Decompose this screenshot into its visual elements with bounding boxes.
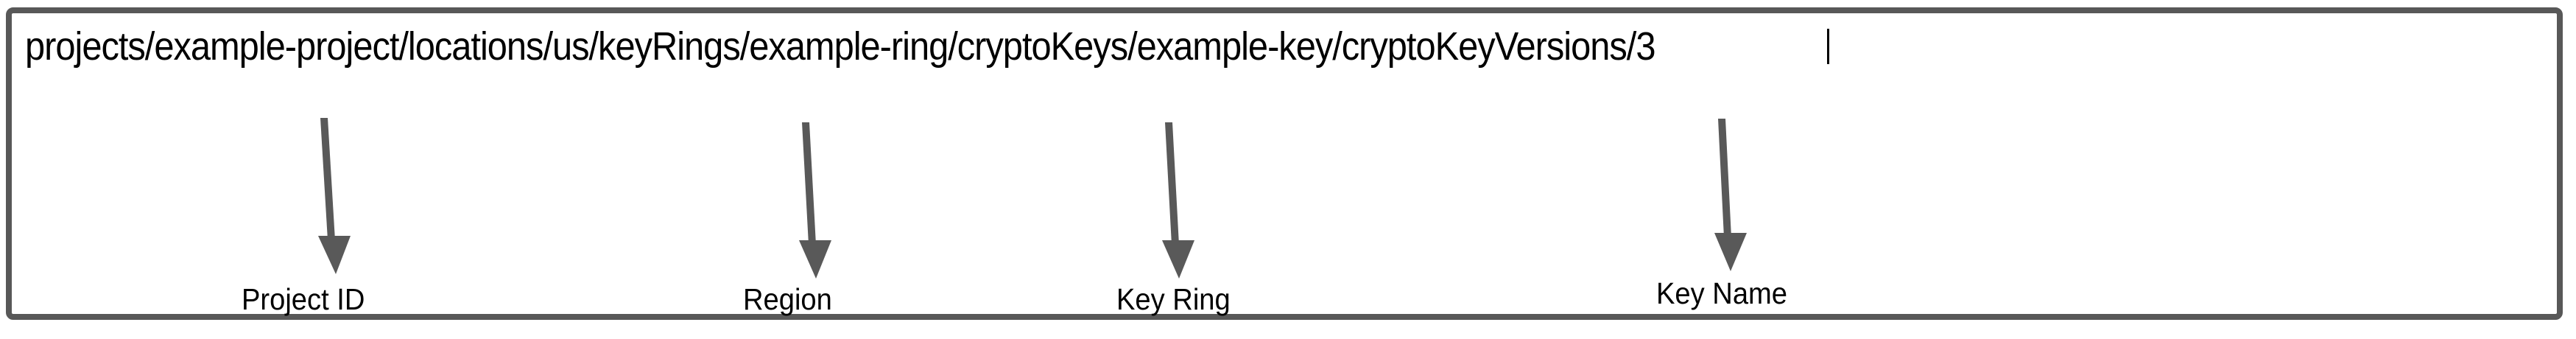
down-arrow-icon bbox=[318, 118, 351, 274]
annotation-label-project-id: Project ID bbox=[242, 282, 365, 316]
annotation-arrow-region bbox=[785, 119, 844, 279]
down-arrow-icon bbox=[799, 122, 831, 279]
annotation-label-key-name: Key Name bbox=[1656, 276, 1788, 310]
annotation-label-key-ring: Key Ring bbox=[1116, 282, 1231, 316]
resource-path-line[interactable]: projects/example-project/locations/us/ke… bbox=[25, 19, 1829, 74]
resource-name-input-box[interactable]: projects/example-project/locations/us/ke… bbox=[6, 7, 2563, 320]
down-arrow-icon bbox=[1162, 122, 1194, 279]
annotation-arrow-key-ring bbox=[1148, 119, 1207, 279]
text-caret bbox=[1826, 29, 1829, 64]
down-arrow-icon bbox=[1714, 119, 1747, 271]
annotation-arrow-project-id bbox=[305, 115, 364, 274]
annotation-arrow-key-name bbox=[1701, 116, 1760, 271]
annotation-label-region: Region bbox=[743, 282, 832, 316]
resource-path-text: projects/example-project/locations/us/ke… bbox=[25, 24, 1656, 69]
